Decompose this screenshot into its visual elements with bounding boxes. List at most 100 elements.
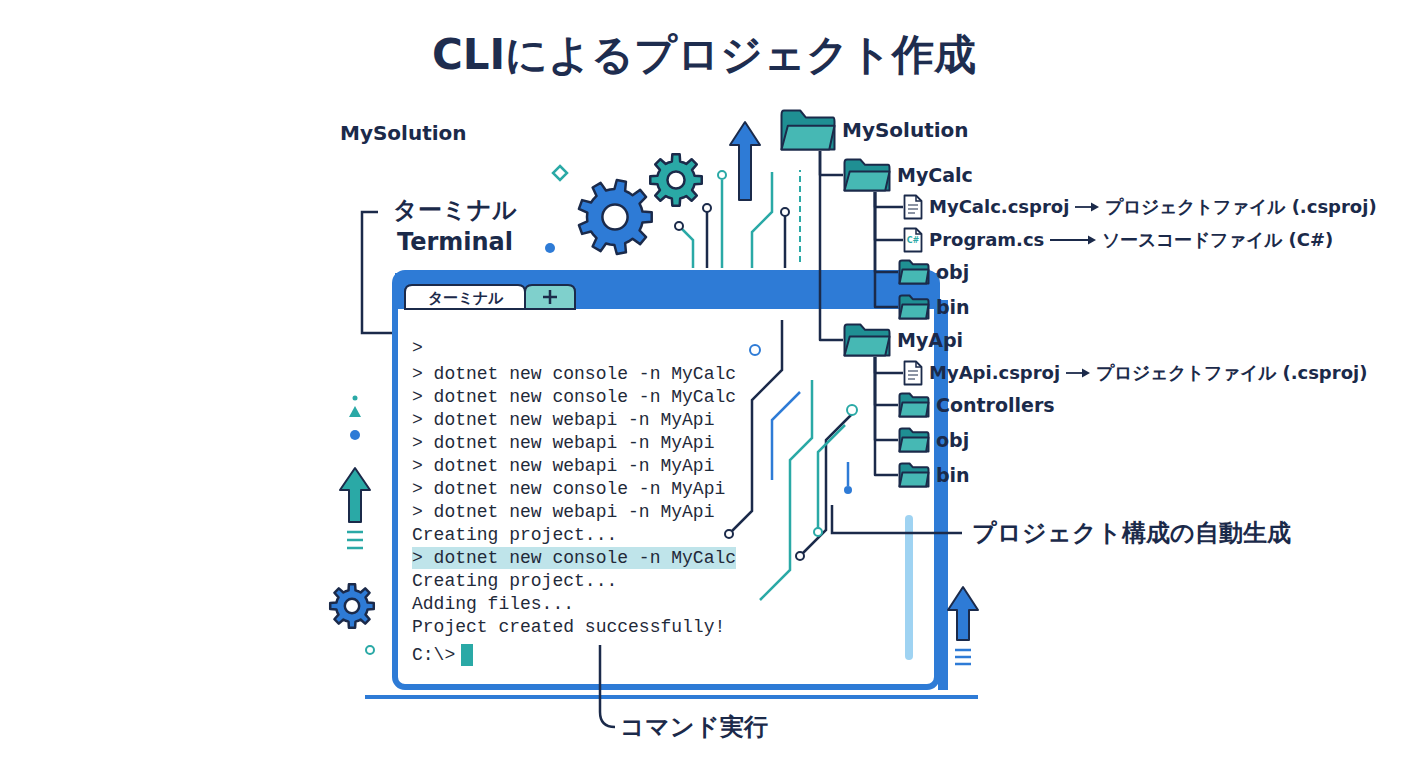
item-label: Controllers — [936, 392, 1055, 418]
terminal-line: Creating project... — [412, 570, 617, 592]
terminal-line: Creating project... — [412, 524, 617, 546]
file-fold — [916, 229, 922, 235]
tree-connector — [875, 192, 903, 207]
folder-item: obj — [898, 427, 969, 453]
folder-graphic — [898, 392, 930, 418]
tree-connector — [820, 151, 843, 175]
ring-mark — [366, 646, 374, 654]
file-lines — [908, 205, 918, 213]
circuit-node — [844, 486, 852, 494]
callout-label: ターミナル Terminal — [388, 194, 522, 258]
gear-hole — [602, 204, 627, 229]
circuit-line — [800, 414, 852, 556]
terminal-line: C:\> — [412, 644, 455, 666]
tree-connector — [875, 192, 903, 240]
callout-label: MySolution — [340, 120, 467, 146]
circuit-line — [818, 425, 845, 532]
up-arrow — [730, 122, 760, 200]
file-item: MyCalc.csprojプロジェクトファイル (.csproj) — [903, 194, 1377, 220]
file-icon: C# — [903, 227, 923, 253]
folder-icon — [843, 323, 891, 357]
file-graphic — [903, 360, 923, 386]
file-lines — [908, 371, 918, 379]
dot-mark — [353, 396, 358, 401]
circuit-node — [703, 204, 711, 212]
file-item: C#Program.cs ソースコードファイル (C#) — [903, 227, 1333, 253]
folder-graphic — [898, 259, 930, 285]
arrow-symbol — [1066, 367, 1090, 379]
leader-line — [600, 645, 615, 727]
file-outline — [905, 196, 922, 219]
title-bar — [395, 273, 937, 309]
callout-label: プロジェクト構成の自動生成 — [972, 517, 1291, 549]
folder-icon — [898, 462, 930, 488]
folder-back — [900, 429, 929, 452]
new-tab-button — [525, 285, 575, 309]
window-border — [395, 273, 937, 687]
circuit-line — [760, 380, 812, 600]
arrow-head — [1091, 203, 1099, 212]
file-fold — [916, 196, 922, 202]
item-label: プロジェクトファイル (.csproj) — [1105, 194, 1376, 220]
file-item: MyApi.csprojプロジェクトファイル (.csproj) — [903, 360, 1367, 386]
arrow-head — [1088, 236, 1096, 245]
gear-hole — [345, 599, 359, 613]
terminal-line: > dotnet new webapi -n MyApi — [412, 409, 714, 431]
folder-back — [900, 394, 929, 417]
folder-front — [900, 269, 929, 283]
arrow-symbol — [1075, 201, 1099, 213]
folder-front — [845, 172, 890, 191]
item-label: Program.cs — [929, 227, 1044, 253]
circuit-line — [772, 392, 800, 480]
diagram-title: CLIによるプロジェクト作成 — [0, 28, 1408, 82]
terminal-line: > dotnet new console -n MyCalc — [412, 386, 736, 408]
folder-item: obj — [898, 259, 969, 285]
tree-connector — [875, 357, 903, 373]
terminal-line: Adding files... — [412, 593, 574, 615]
folder-graphic — [898, 294, 930, 320]
plus-symbol — [543, 290, 557, 304]
folder-item: bin — [898, 294, 970, 320]
terminal-line: > dotnet new console -n MyCalc — [412, 547, 736, 569]
arrow-shaft — [1050, 239, 1090, 241]
file-graphic — [903, 194, 923, 220]
arrow-symbol — [1050, 234, 1096, 246]
folder-front — [782, 126, 835, 150]
file-icon — [903, 194, 923, 220]
callout-label: コマンド実行 — [620, 711, 768, 743]
terminal-line: > — [412, 337, 423, 359]
item-label: bin — [936, 462, 970, 488]
gear-hole — [667, 171, 684, 188]
folder-graphic — [898, 462, 930, 488]
folder-front — [900, 402, 929, 416]
arrow-bars — [955, 650, 971, 664]
ring-mark — [750, 345, 760, 355]
tab-label: ターミナル — [405, 285, 525, 309]
folder-graphic — [843, 158, 891, 192]
folder-icon — [898, 427, 930, 453]
folder-icon — [898, 294, 930, 320]
file-fold — [916, 362, 922, 368]
circuit-node — [675, 222, 683, 230]
tree-connector — [820, 151, 843, 340]
tree-connector — [875, 357, 898, 405]
circuit-line — [799, 170, 801, 262]
gear-icon — [650, 154, 701, 205]
circuit-line — [682, 229, 693, 268]
up-arrow — [340, 468, 370, 522]
folder-icon — [843, 158, 891, 192]
item-label: ソースコードファイル (C#) — [1102, 227, 1333, 253]
item-label: obj — [936, 427, 969, 453]
tree-connector — [875, 357, 898, 475]
terminal-line: > dotnet new webapi -n MyApi — [412, 501, 714, 523]
circuit-line — [752, 172, 772, 268]
circuit-node — [796, 552, 804, 560]
window-base-line — [365, 695, 978, 699]
circuit-line — [784, 216, 787, 268]
folder-front — [900, 437, 929, 451]
folder-back — [900, 261, 929, 284]
terminal-line: > dotnet new webapi -n MyApi — [412, 432, 714, 454]
triangle-mark — [349, 406, 361, 417]
circuit-node — [781, 208, 789, 216]
